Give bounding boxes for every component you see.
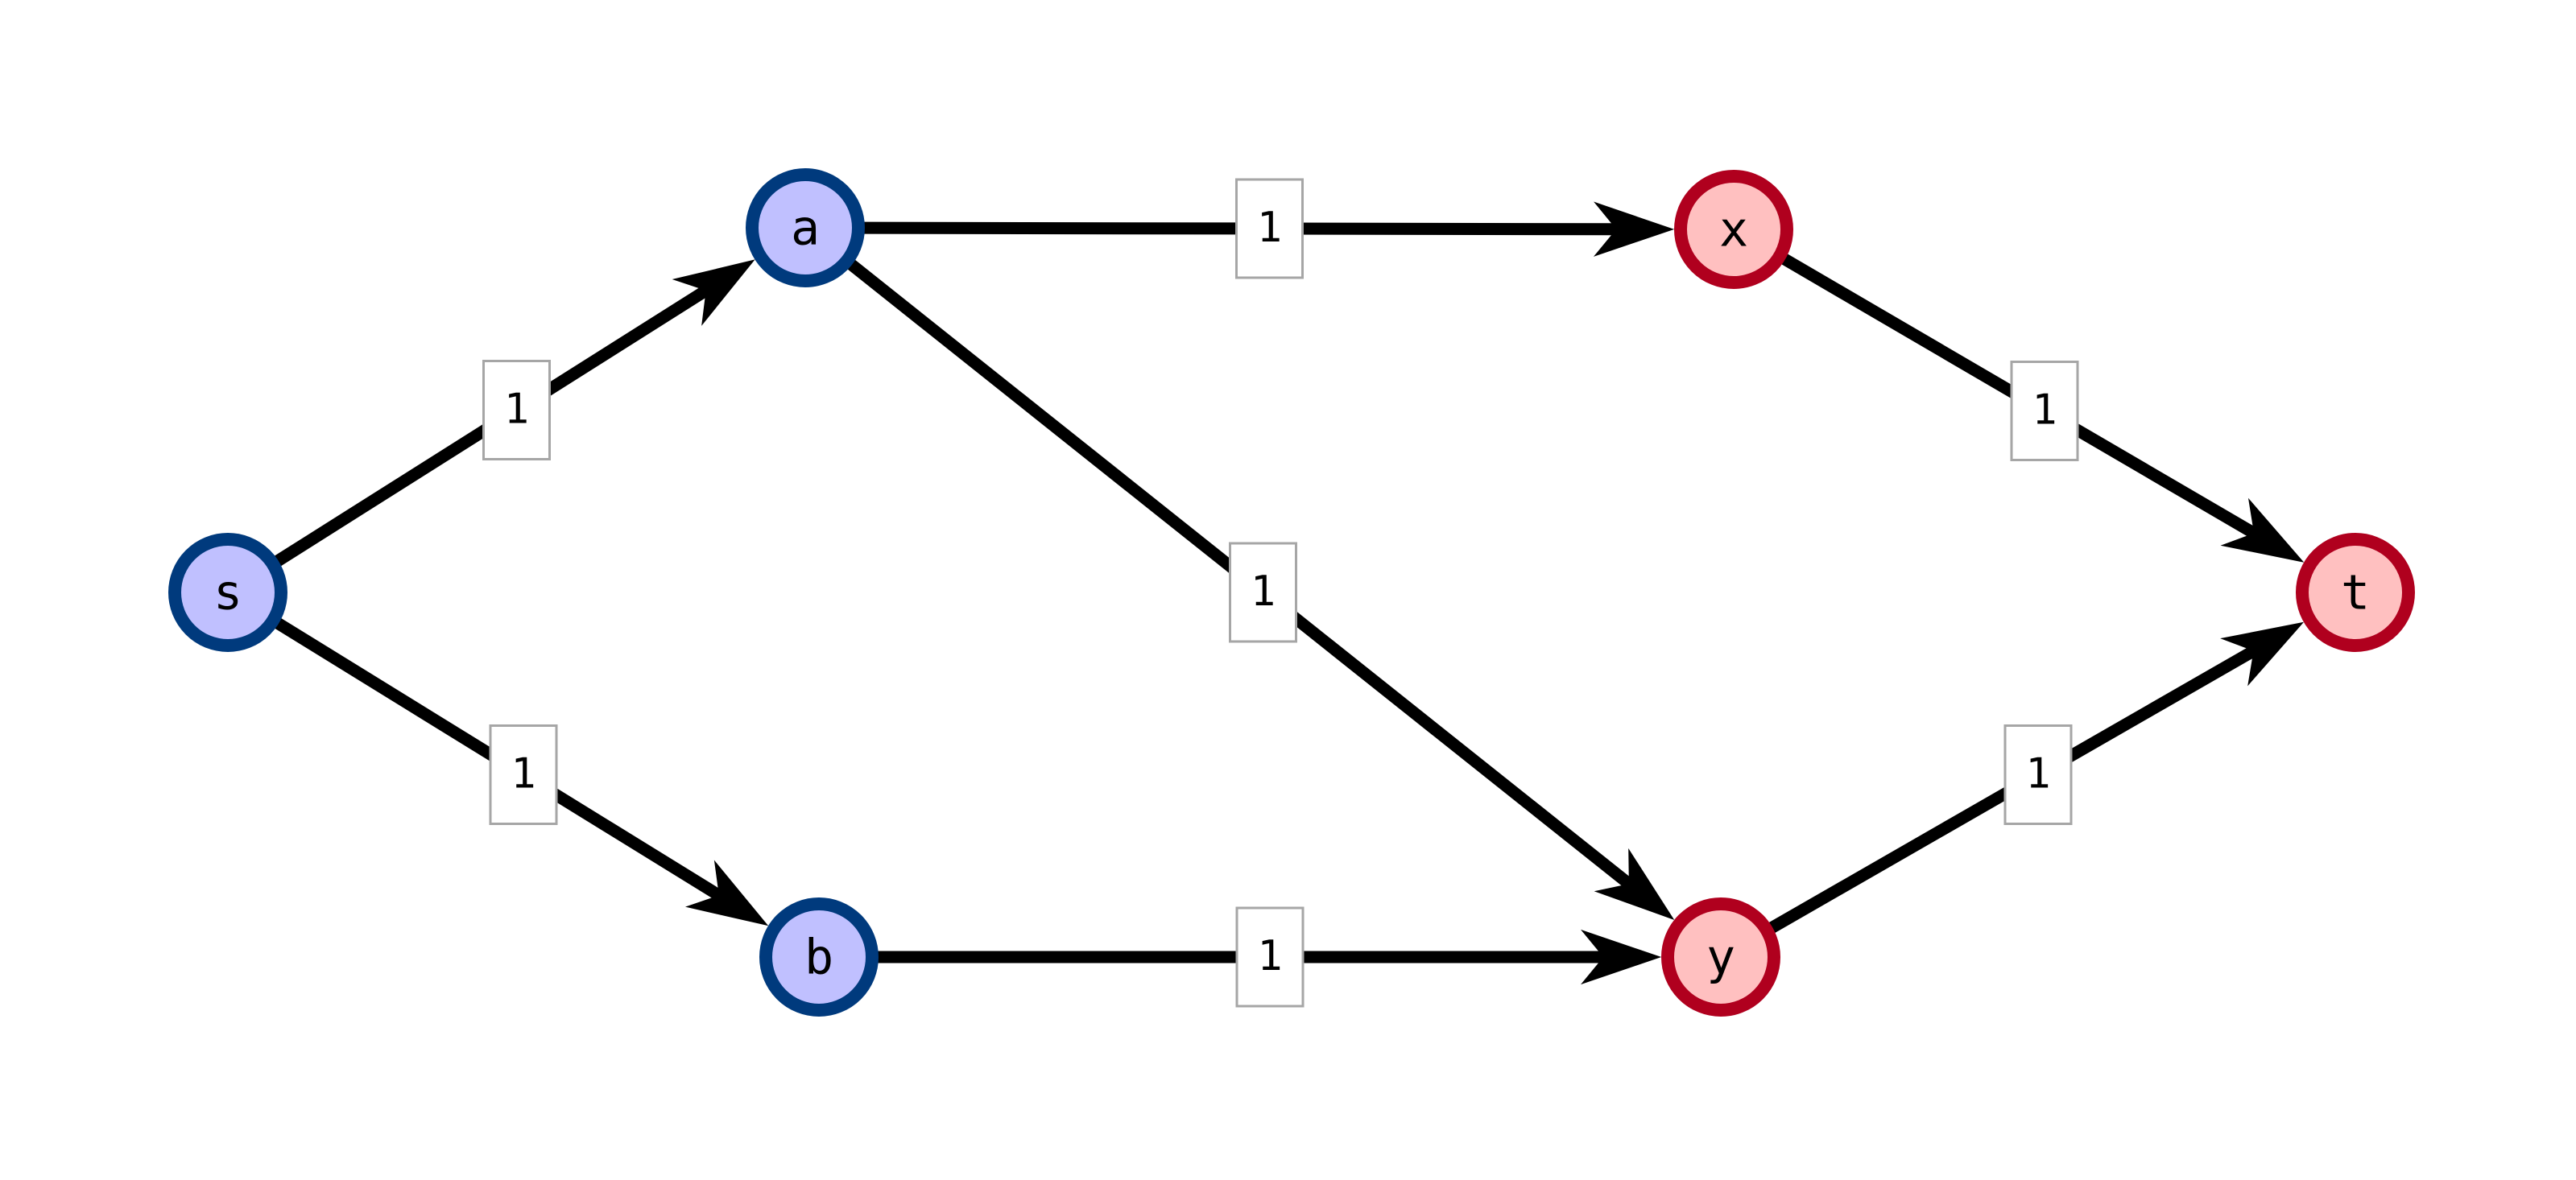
node-circle [1661, 897, 1780, 1017]
arrowhead-icon [2220, 497, 2305, 563]
arrowhead-icon [684, 860, 769, 926]
edge-label-b-y: 1 [1235, 906, 1305, 1008]
edge-label-box [2003, 724, 2073, 825]
node-circle [746, 168, 865, 287]
node-s: s [168, 533, 287, 652]
edge-label-y-t: 1 [2003, 724, 2073, 825]
edge-capacity-label: 1 [2025, 750, 2050, 798]
arrowhead-icon [672, 259, 755, 326]
edge-label-s-b: 1 [489, 724, 558, 825]
arrowhead-icon [1593, 201, 1675, 257]
arrowhead-icon [1580, 929, 1662, 985]
nodes-layer: s a b x y t [168, 168, 2415, 1017]
node-label: s [213, 565, 242, 621]
node-label: a [791, 200, 820, 257]
node-circle [1674, 170, 1793, 289]
edge-capacity-label: 1 [504, 386, 529, 434]
arrowhead-icon [1594, 848, 1675, 921]
node-label: t [2341, 565, 2370, 621]
edge-label-x-t: 1 [2010, 361, 2079, 461]
edge-label-box [1229, 542, 1297, 643]
node-label: y [1706, 930, 1735, 986]
edge-label-a-y: 1 [1229, 542, 1297, 643]
edge-label-box [1235, 906, 1305, 1008]
node-circle [759, 897, 879, 1017]
node-circle [2296, 533, 2415, 652]
edge-label-box [489, 724, 558, 825]
edge-capacity-label: 1 [1257, 932, 1282, 980]
node-label: x [1719, 202, 1748, 258]
edge-label-a-x: 1 [1235, 178, 1304, 279]
arrowhead-icon [2220, 621, 2305, 687]
edge-label-box [2010, 361, 2079, 461]
edge-labels-layer: 1 1 1 1 1 1 1 [482, 178, 2079, 1008]
edge-label-box [1235, 178, 1304, 279]
edge-capacity-label: 1 [511, 750, 535, 798]
node-b: b [759, 897, 879, 1017]
node-a: a [746, 168, 865, 287]
node-x: x [1674, 170, 1793, 289]
node-label: b [804, 930, 833, 986]
node-circle [168, 533, 287, 652]
node-t: t [2296, 533, 2415, 652]
node-y: y [1661, 897, 1780, 1017]
edge-label-s-a: 1 [482, 360, 551, 460]
edge-capacity-label: 1 [1257, 204, 1282, 252]
edge-label-box [482, 360, 551, 460]
edge-capacity-label: 1 [1251, 567, 1276, 616]
edge-capacity-label: 1 [2032, 386, 2057, 435]
